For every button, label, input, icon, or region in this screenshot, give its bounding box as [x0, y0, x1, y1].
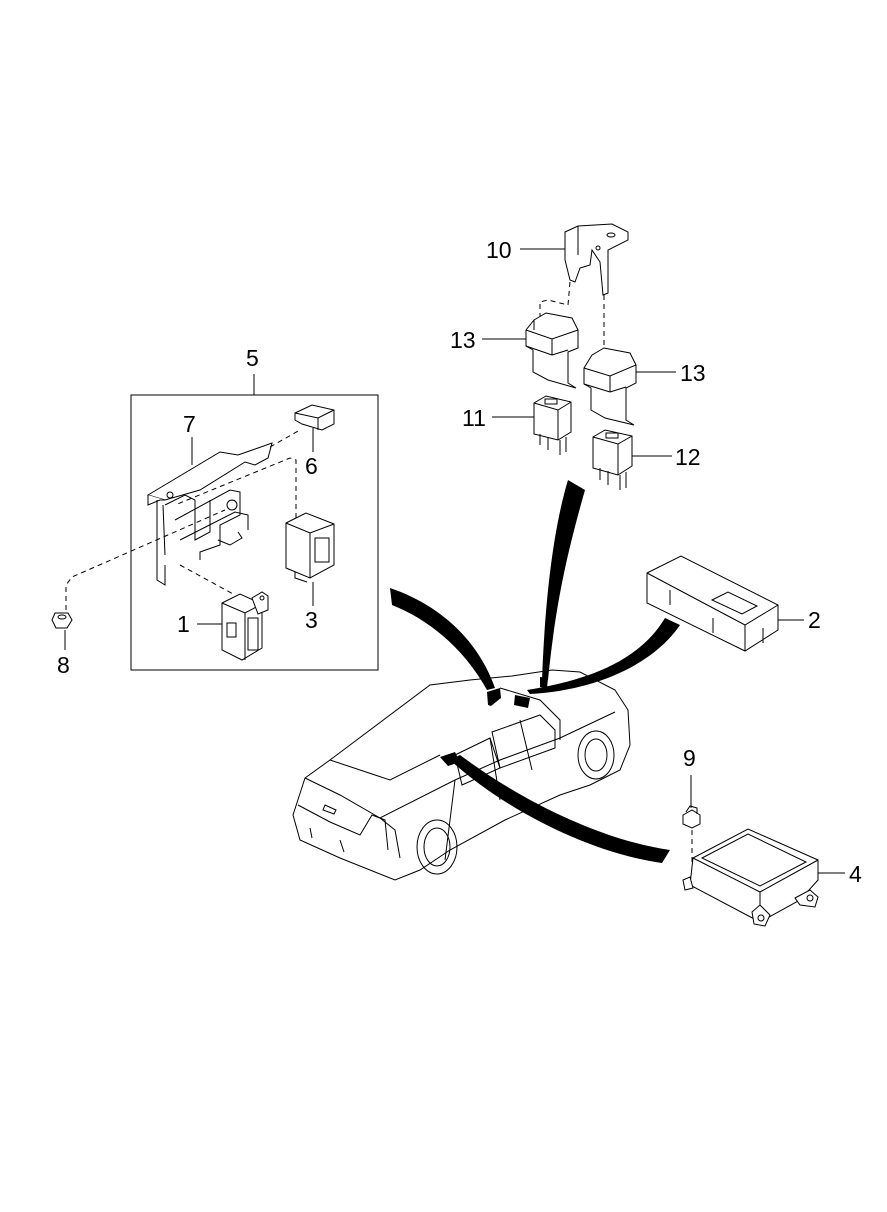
- callout-7[interactable]: 7: [183, 411, 196, 437]
- callout-6[interactable]: 6: [305, 453, 318, 479]
- callout-5[interactable]: 5: [246, 345, 259, 371]
- part-13-relay-cover-right[interactable]: [583, 347, 637, 426]
- pointer-part4: [450, 755, 670, 863]
- callout-2[interactable]: 2: [808, 607, 821, 633]
- callout-11[interactable]: 11: [462, 405, 486, 431]
- part-4-control-module[interactable]: [682, 828, 819, 927]
- part-12-relay[interactable]: [592, 429, 633, 490]
- callout-13-right[interactable]: 13: [680, 360, 706, 386]
- callout-12[interactable]: 12: [675, 444, 701, 470]
- part-8-nut[interactable]: [51, 612, 73, 629]
- part-7-bracket[interactable]: [146, 442, 273, 586]
- part-9-nut[interactable]: [682, 805, 701, 829]
- vehicle-sedan-outline: [292, 669, 631, 881]
- callout-8[interactable]: 8: [57, 652, 70, 678]
- pointer-part2: [527, 618, 680, 694]
- callout-9[interactable]: 9: [683, 745, 696, 771]
- part-1-relay-module[interactable]: [221, 591, 269, 661]
- part-11-relay[interactable]: [533, 395, 572, 455]
- assembly-line: [65, 509, 226, 610]
- pointer-group5: [390, 588, 495, 690]
- location-pointers: [390, 480, 680, 863]
- part-3-relay-unit[interactable]: [285, 512, 335, 583]
- assembly-line: [269, 429, 301, 448]
- callout-3[interactable]: 3: [305, 607, 318, 633]
- pointer-top-relays: [542, 480, 585, 680]
- assembly-line: [179, 564, 236, 596]
- assembly-line: [174, 457, 297, 518]
- part-2-control-unit[interactable]: [646, 555, 779, 652]
- part-13-relay-cover-left[interactable]: [525, 312, 579, 389]
- part-6-connector[interactable]: [294, 404, 335, 431]
- part-10-relay-bracket[interactable]: [564, 223, 629, 296]
- callout-10[interactable]: 10: [486, 237, 512, 263]
- callout-13-left[interactable]: 13: [450, 327, 476, 353]
- assembly-group-5: 5: [130, 345, 379, 671]
- callout-4[interactable]: 4: [849, 861, 862, 887]
- callout-1[interactable]: 1: [177, 611, 190, 637]
